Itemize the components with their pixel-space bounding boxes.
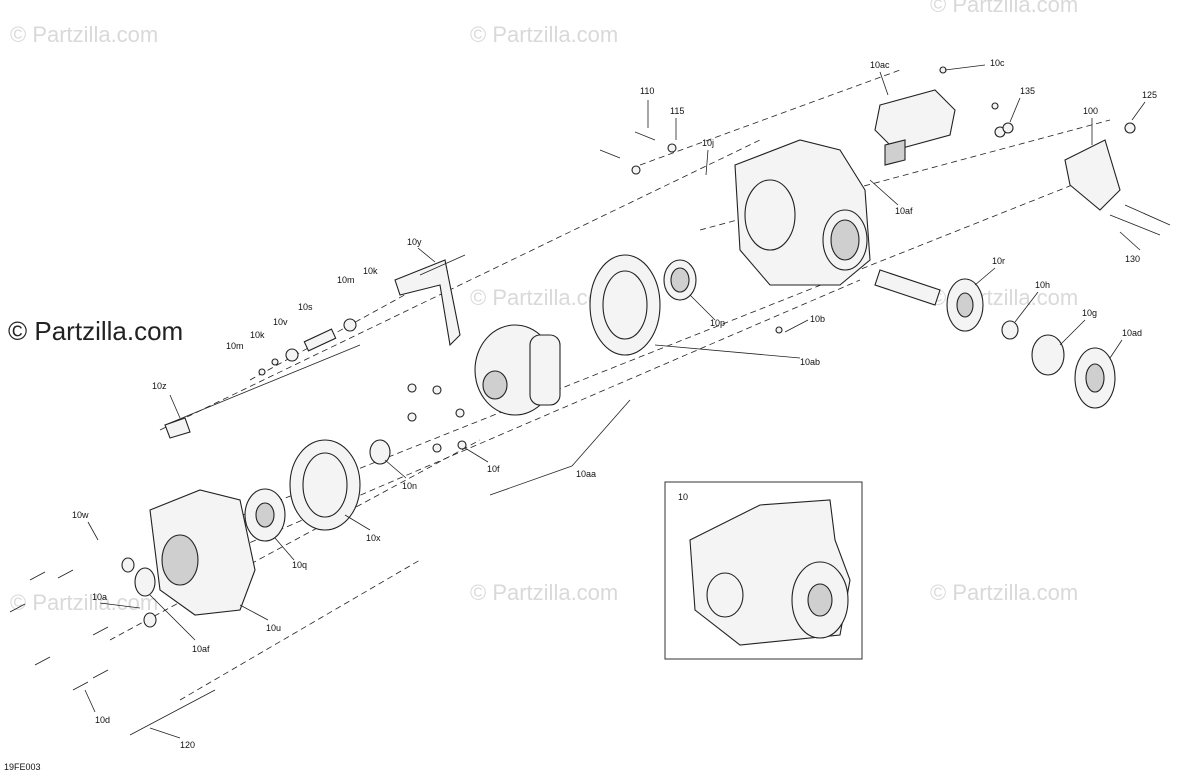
watermark: © Partzilla.com bbox=[930, 0, 1078, 17]
callout-10af: 10af bbox=[895, 206, 913, 216]
callout-10ad: 10ad bbox=[1122, 328, 1142, 338]
gearbox-housing bbox=[734, 139, 871, 286]
partzilla-copyright: © Partzilla.com bbox=[8, 316, 183, 346]
callout-10p: 10p bbox=[710, 318, 725, 328]
callout-10n: 10n bbox=[402, 481, 417, 491]
callout-115: 115 bbox=[670, 106, 684, 116]
watermark: © Partzilla.com bbox=[470, 22, 618, 47]
callout-10a: 10a bbox=[92, 592, 107, 602]
callout-10v: 10v bbox=[273, 317, 288, 327]
bearing bbox=[663, 259, 697, 301]
callout-10j: 10j bbox=[702, 138, 714, 148]
callout-100: 100 bbox=[1083, 106, 1098, 116]
callout-10g: 10g bbox=[1082, 308, 1097, 318]
callout-10d: 10d bbox=[95, 715, 110, 725]
inset-label: 10 bbox=[678, 492, 688, 502]
callout-10z: 10z bbox=[152, 381, 167, 391]
callout-10r: 10r bbox=[992, 256, 1005, 266]
callout-10y: 10y bbox=[407, 237, 422, 247]
callout-10w: 10w bbox=[72, 510, 89, 520]
callout-10x: 10x bbox=[366, 533, 381, 543]
callout-10af-lower: 10af bbox=[192, 644, 210, 654]
callout-labels: 110 115 10j 10ac 10c 135 100 125 10af 13… bbox=[72, 58, 1157, 750]
callout-125: 125 bbox=[1142, 90, 1157, 100]
assembly-lines bbox=[109, 69, 1111, 701]
mounting-bracket bbox=[1064, 139, 1121, 211]
actuator bbox=[874, 89, 956, 166]
callout-10k: 10k bbox=[250, 330, 265, 340]
callout-10h: 10h bbox=[1035, 280, 1050, 290]
callout-110: 110 bbox=[640, 86, 654, 96]
callout-10c: 10c bbox=[990, 58, 1005, 68]
watermark: © Partzilla.com bbox=[930, 580, 1078, 605]
callout-10q: 10q bbox=[292, 560, 307, 570]
clutch-housing bbox=[289, 439, 361, 531]
bolts bbox=[9, 66, 1171, 736]
callout-10k-upper: 10k bbox=[363, 266, 378, 276]
callout-10u: 10u bbox=[266, 623, 281, 633]
watermark: © Partzilla.com bbox=[10, 22, 158, 47]
leader-lines bbox=[84, 64, 1146, 739]
shift-fork bbox=[164, 254, 466, 439]
callout-120: 120 bbox=[180, 740, 195, 750]
callout-10ac: 10ac bbox=[870, 60, 890, 70]
seal-and-bushing bbox=[121, 557, 157, 628]
watermark: © Partzilla.com bbox=[10, 590, 158, 615]
callout-10ab: 10ab bbox=[800, 357, 820, 367]
oil-seal bbox=[244, 488, 286, 542]
differential-assembly bbox=[474, 324, 561, 416]
callout-10f: 10f bbox=[487, 464, 500, 474]
inset-assembled-unit: 10 bbox=[664, 481, 863, 660]
callout-10aa: 10aa bbox=[576, 469, 596, 479]
o-ring bbox=[369, 439, 391, 465]
ring-gear bbox=[589, 254, 661, 356]
callout-10m: 10m bbox=[226, 341, 244, 351]
shift-spring bbox=[258, 318, 357, 376]
diagram-reference-code: 19FE003 bbox=[4, 762, 41, 772]
callout-10b: 10b bbox=[810, 314, 825, 324]
callout-10m-upper: 10m bbox=[337, 275, 355, 285]
callout-135: 135 bbox=[1020, 86, 1035, 96]
pinion-shaft bbox=[874, 269, 1116, 409]
watermark: © Partzilla.com bbox=[470, 580, 618, 605]
callout-10s: 10s bbox=[298, 302, 313, 312]
callout-130: 130 bbox=[1125, 254, 1140, 264]
gearbox-cover bbox=[149, 489, 256, 616]
